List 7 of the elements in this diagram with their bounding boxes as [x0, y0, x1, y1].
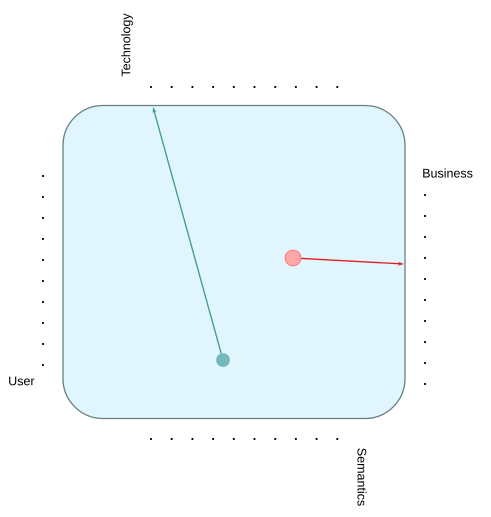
axis-label: User [9, 376, 34, 386]
axis-label: Semantics [357, 448, 367, 506]
dot [284, 250, 302, 266]
axis-label: Business [423, 168, 472, 178]
dot [216, 353, 230, 367]
rounded-panel [62, 104, 406, 420]
axis-label: Technology [121, 13, 133, 76]
